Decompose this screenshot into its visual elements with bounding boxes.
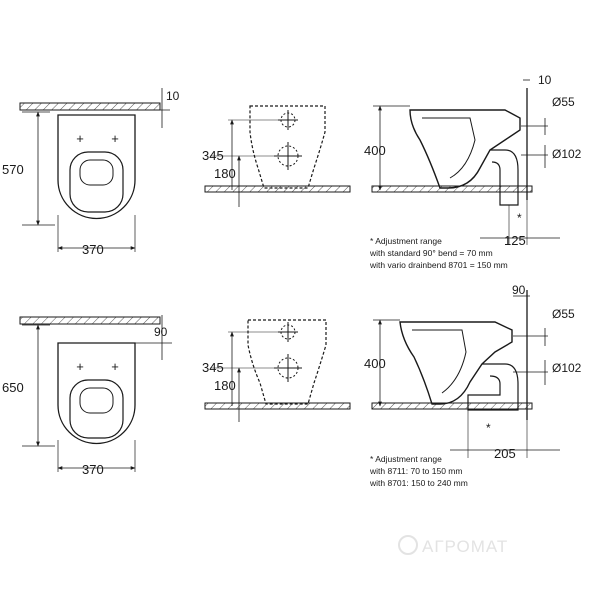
top-hinge-mark-right: + (111, 131, 119, 146)
bottom-note-line-2: with 8711: 70 to 150 mm (369, 466, 462, 476)
bottom-upper-fixing-cross (278, 322, 298, 342)
top-note-line-2: with standard 90° bend = 70 mm (369, 248, 493, 258)
bottom-front-body-dashed (247, 319, 327, 405)
bottom-side-pipe55-label: Ø55 (552, 307, 575, 321)
top-side-drain-bend (490, 149, 519, 206)
top-front-body-dashed (249, 105, 326, 189)
top-front-view (204, 105, 351, 207)
bottom-side-height-label: 400 (364, 356, 386, 371)
bottom-side-view: * (371, 290, 560, 458)
top-side-view: * (371, 79, 560, 245)
bottom-note-line-3: with 8701: 150 to 240 mm (369, 478, 468, 488)
bottom-side-offset-label: 205 (494, 446, 516, 461)
top-hinge-mark-left: + (76, 131, 84, 146)
top-lower-fixing-cross (274, 142, 302, 170)
bottom-gap-label: 90 (154, 325, 168, 339)
bottom-hinge-mark-right: + (111, 359, 119, 374)
top-side-bowl (409, 109, 521, 189)
bottom-wall-hatch (19, 316, 161, 325)
bottom-front-lower-label: 180 (214, 378, 236, 393)
bottom-lower-fixing-cross (274, 354, 302, 382)
bottom-width-label: 370 (82, 462, 104, 477)
top-seat-inner (79, 159, 114, 186)
top-front-lower-label: 180 (214, 166, 236, 181)
top-upper-fixing-cross (278, 110, 298, 130)
top-bowl-outline (57, 114, 136, 220)
bottom-seat-opening (69, 379, 124, 439)
top-floor-hatch (204, 185, 351, 193)
svg-text:*: * (517, 211, 522, 225)
bottom-side-gap-label: 90 (512, 283, 526, 297)
top-side-gap-label: 10 (538, 73, 552, 87)
bottom-depth-label: 650 (2, 380, 24, 395)
bottom-front-upper-label: 345 (202, 360, 224, 375)
top-depth-label: 570 (2, 162, 24, 177)
top-width-label: 370 (82, 242, 104, 257)
bottom-seat-inner (79, 387, 114, 414)
watermark: АГРОМАТ (398, 535, 508, 556)
top-side-pipe55-label: Ø55 (552, 95, 575, 109)
bottom-front-view (204, 319, 351, 422)
top-side-floor-hatch (371, 185, 533, 193)
top-plan-view: + + (19, 88, 170, 252)
top-side-pipe102-label: Ø102 (552, 147, 582, 161)
top-side-offset-label: 125 (504, 233, 526, 248)
watermark-logo-icon (398, 535, 418, 555)
bottom-side-floor-hatch (371, 402, 533, 410)
bottom-side-trap (412, 329, 467, 394)
top-front-upper-label: 345 (202, 148, 224, 163)
top-side-height-label: 400 (364, 143, 386, 158)
bottom-hinge-mark-left: + (76, 359, 84, 374)
bottom-note-line-1: * Adjustment range (370, 454, 442, 464)
svg-text:*: * (486, 421, 491, 435)
bottom-plan-view: + + (19, 315, 172, 472)
top-note-line-1: * Adjustment range (370, 236, 442, 246)
bottom-bowl-outline (57, 342, 136, 445)
bottom-floor-hatch (204, 402, 351, 410)
top-side-trap (422, 117, 476, 179)
top-note-line-3: with vario drainbend 8701 = 150 mm (369, 260, 508, 270)
bottom-side-pipe102-label: Ø102 (552, 361, 582, 375)
top-seat-opening (69, 151, 124, 213)
top-wall-hatch (19, 102, 161, 111)
top-gap-label: 10 (166, 89, 180, 103)
watermark-text: АГРОМАТ (422, 537, 508, 556)
bottom-side-bowl (399, 321, 513, 405)
